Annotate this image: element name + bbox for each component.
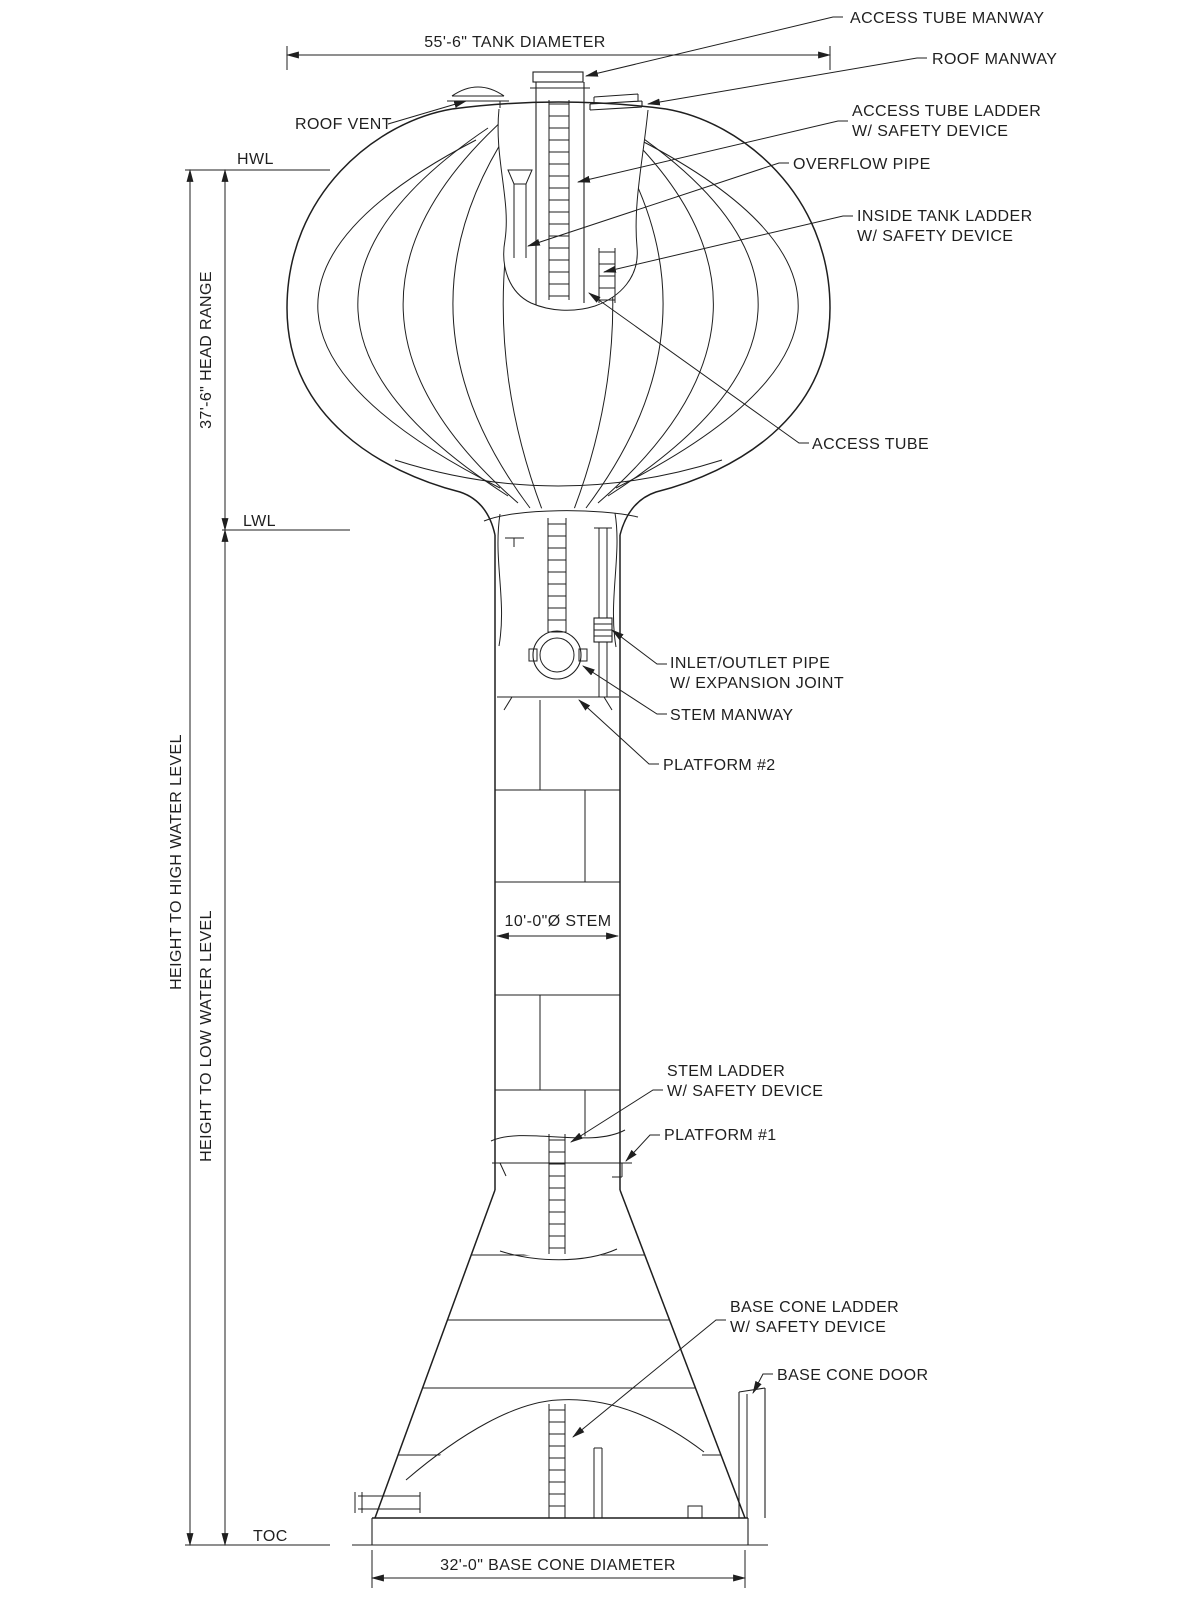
stem-cutaway-lower	[490, 1129, 632, 1261]
dim-height-to-hwl: HEIGHT TO HIGH WATER LEVEL	[168, 734, 185, 990]
tank-cutaway	[497, 71, 649, 311]
transition-bracket	[505, 537, 524, 547]
upper-break-left	[497, 513, 503, 647]
leader-roof-vent	[387, 100, 468, 125]
dim-stem-diameter: 10'-0"Ø STEM	[505, 913, 612, 930]
stem-ladder	[548, 1134, 566, 1254]
upper-cutaway-mask	[498, 507, 617, 651]
roof-manway	[589, 93, 643, 111]
callout-platform-2: PLATFORM #2	[663, 757, 776, 774]
tank-cutaway-mask	[498, 109, 648, 311]
dimension-lines	[185, 46, 832, 1588]
leader-stem-ladder	[570, 1089, 663, 1143]
stem	[494, 535, 621, 1190]
leader-base-cone-ladder	[572, 1319, 726, 1438]
cone-edge-left	[374, 1189, 496, 1519]
callout-base-cone-ladder-l1: BASE CONE LADDER	[730, 1299, 899, 1316]
tank-shell	[286, 101, 831, 536]
leader-access-tube-manway	[584, 16, 843, 77]
stem-upper-ladder	[547, 518, 567, 633]
callout-platform-1: PLATFORM #1	[664, 1127, 777, 1144]
leader-overflow-pipe	[526, 162, 789, 247]
callout-inlet-outlet-l2: W/ EXPANSION JOINT	[670, 675, 844, 692]
level-label-hwl: HWL	[237, 151, 274, 168]
lower-break-top	[490, 1129, 626, 1142]
leader-inlet-outlet	[611, 629, 667, 665]
access-tube	[530, 71, 590, 305]
leader-platform-2	[578, 699, 659, 765]
leader-access-tube	[588, 292, 809, 444]
base-diameter-extensions	[371, 1550, 746, 1588]
dim-height-to-lwl: HEIGHT TO LOW WATER LEVEL	[198, 910, 215, 1162]
callout-base-cone-door: BASE CONE DOOR	[777, 1367, 928, 1384]
base-cone-door	[738, 1387, 766, 1518]
callout-stem-ladder-l1: STEM LADDER	[667, 1063, 785, 1080]
stem-plate-seams	[539, 700, 586, 1160]
tank-knuckle-line	[394, 459, 723, 487]
callout-roof-manway: ROOF MANWAY	[932, 51, 1057, 68]
stem-ladder-rungs	[549, 1139, 565, 1249]
dim-tank-diameter: 55'-6" TANK DIAMETER	[424, 34, 606, 51]
access-tube-manway-hatch	[532, 71, 584, 83]
leader-access-tube-ladder	[576, 120, 848, 183]
base-cone-ladder-rungs	[549, 1409, 565, 1507]
stem-cutaway-upper	[483, 507, 639, 711]
base-cutaway	[405, 1399, 705, 1518]
cone-edge-right	[619, 1189, 746, 1519]
inside-tank-ladder-rungs	[599, 251, 615, 301]
tank-roof-curve	[451, 101, 667, 110]
overflow-pipe	[507, 169, 533, 258]
stem-course-lines	[495, 789, 620, 1091]
drain-pipe	[354, 1492, 421, 1513]
base-details	[352, 1387, 768, 1546]
labels: ACCESS TUBE MANWAY ROOF MANWAY ACCESS TU…	[168, 10, 1057, 1574]
inside-tank-ladder	[598, 248, 616, 303]
callout-roof-vent: ROOF VENT	[295, 116, 392, 133]
callout-access-tube-ladder-l1: ACCESS TUBE LADDER	[852, 103, 1041, 120]
callout-inside-tank-ladder-l2: W/ SAFETY DEVICE	[857, 228, 1013, 245]
callout-overflow-pipe: OVERFLOW PIPE	[793, 156, 931, 173]
dim-base-cone-diameter: 32'-0" BASE CONE DIAMETER	[440, 1557, 676, 1574]
platform-1	[492, 1162, 632, 1178]
stem-manway	[528, 630, 588, 680]
leader-platform-1	[625, 1134, 660, 1162]
platform-2	[497, 696, 619, 711]
callout-stem-ladder-l2: W/ SAFETY DEVICE	[667, 1083, 823, 1100]
base-interior-pipe	[593, 1447, 603, 1518]
level-label-lwl: LWL	[243, 513, 276, 530]
leader-lines	[387, 16, 927, 1438]
tank-shell-right	[619, 108, 831, 536]
leader-base-cone-door	[752, 1373, 773, 1394]
base-cone-ladder	[548, 1404, 566, 1518]
leader-inside-tank-ladder	[602, 215, 853, 273]
stem-upper-ladder-rungs	[548, 523, 566, 633]
upper-break-top	[483, 510, 639, 522]
callout-access-tube-manway: ACCESS TUBE MANWAY	[850, 10, 1045, 27]
callout-access-tube-ladder-l2: W/ SAFETY DEVICE	[852, 123, 1008, 140]
foundation-edges	[371, 1518, 749, 1545]
anchor-foot	[687, 1505, 703, 1519]
leader-stem-manway	[582, 665, 667, 715]
tank-shell-left	[286, 108, 496, 536]
base-break-line	[405, 1399, 705, 1481]
base-cutaway-mask	[420, 1399, 702, 1514]
dim-head-range: 37'-6" HEAD RANGE	[198, 271, 215, 429]
callout-inlet-outlet-l1: INLET/OUTLET PIPE	[670, 655, 830, 672]
callout-base-cone-ladder-l2: W/ SAFETY DEVICE	[730, 1319, 886, 1336]
roof-vent	[447, 86, 509, 108]
tank-break-line	[497, 108, 649, 311]
tank-meridian-lines	[317, 111, 799, 513]
lower-break-bottom	[499, 1248, 618, 1261]
callout-inside-tank-ladder-l1: INSIDE TANK LADDER	[857, 208, 1033, 225]
callout-stem-manway: STEM MANWAY	[670, 707, 794, 724]
level-label-toc: TOC	[253, 1528, 288, 1545]
leader-roof-manway	[646, 57, 927, 106]
lower-cutaway-mask	[499, 1132, 616, 1258]
callout-access-tube: ACCESS TUBE	[812, 436, 929, 453]
